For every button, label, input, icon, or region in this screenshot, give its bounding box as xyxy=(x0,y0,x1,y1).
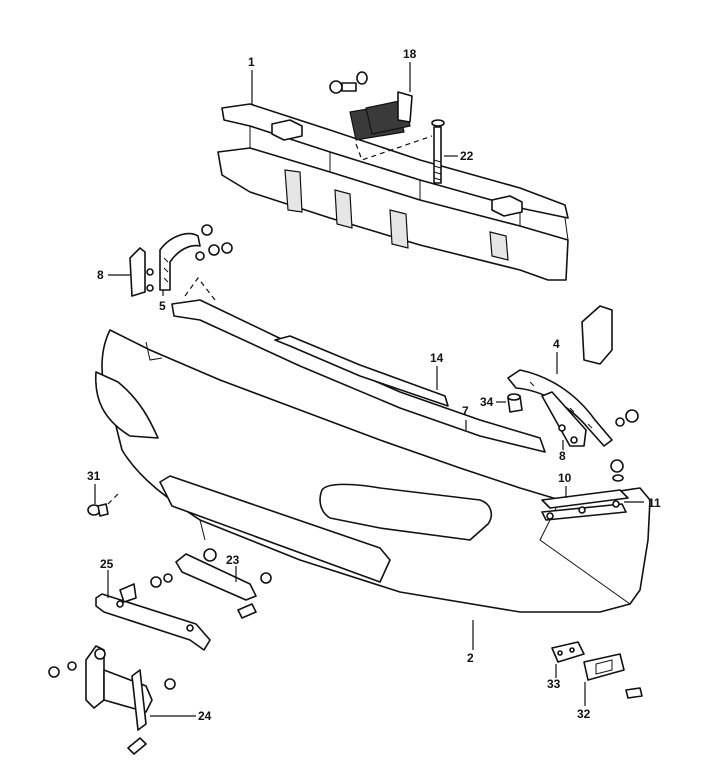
leader-lines xyxy=(94,62,644,717)
callout-7: 7 xyxy=(462,404,469,418)
part-8-left-bracket xyxy=(129,247,154,297)
part-18-mount-bracket xyxy=(329,71,433,161)
callout-25: 25 xyxy=(100,557,114,571)
part-8-right-bracket xyxy=(541,391,587,447)
part-33-plate xyxy=(551,641,585,663)
callout-33: 33 xyxy=(547,677,561,691)
callout-1: 1 xyxy=(248,55,255,69)
part-1-reinforcement-beam xyxy=(217,103,569,281)
part-5-left-guide xyxy=(159,224,233,291)
callout-32: 32 xyxy=(577,707,591,721)
part-23-bracket xyxy=(150,548,272,619)
part-10-11-clamp-strip xyxy=(541,459,629,521)
part-34-buffer xyxy=(507,393,523,413)
part-14-strip xyxy=(274,335,449,407)
callout-22: 22 xyxy=(460,149,474,163)
callout-2: 2 xyxy=(467,651,474,665)
part-22-long-bolt xyxy=(431,119,445,184)
callout-5: 5 xyxy=(159,299,166,313)
callout-31: 31 xyxy=(87,469,101,483)
callout-8-right: 8 xyxy=(559,449,566,463)
callout-18: 18 xyxy=(403,47,417,61)
part-31-screw xyxy=(87,493,119,517)
callout-34: 34 xyxy=(480,395,494,409)
callout-10: 10 xyxy=(558,471,572,485)
callout-4: 4 xyxy=(553,337,560,351)
callout-14: 14 xyxy=(430,351,444,365)
part-25-bracket xyxy=(95,583,211,651)
callout-labels: 1 18 22 8 5 14 4 34 7 8 10 11 31 25 23 2… xyxy=(87,47,661,723)
part-32-plate xyxy=(583,653,643,699)
callout-8-left: 8 xyxy=(97,268,104,282)
callout-23: 23 xyxy=(226,553,240,567)
part-24-bracket xyxy=(48,645,176,755)
callout-24: 24 xyxy=(198,709,212,723)
callout-11: 11 xyxy=(648,496,661,510)
